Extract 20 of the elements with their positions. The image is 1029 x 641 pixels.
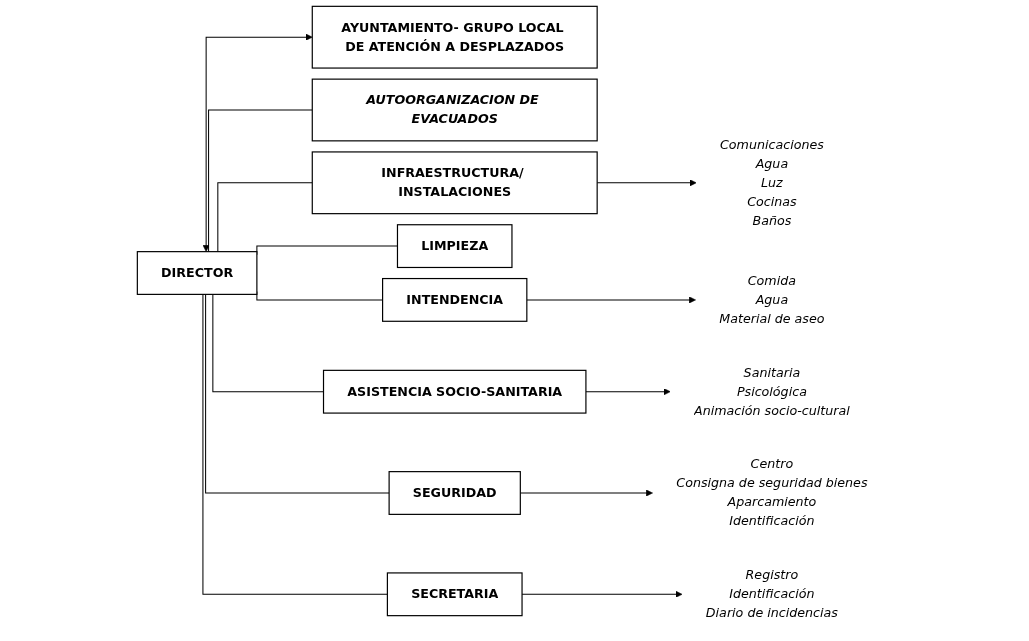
node-box: AUTOORGANIZACION DE EVACUADOS (311, 78, 598, 142)
node-text: Sanitaria Psicológica Animación socio-cultural (694, 364, 850, 418)
node-text: Comida Agua Material de aseo (719, 273, 825, 327)
connector (202, 293, 389, 595)
connector (205, 293, 390, 494)
node-box: SECRETARIA (387, 572, 523, 617)
arrow (520, 489, 654, 497)
node-text: Centro Consigna de seguridad bienes Aparcamiento Identificación (676, 456, 868, 529)
node-box: INTENDENCIA (382, 277, 528, 322)
arrow (202, 33, 313, 252)
node-box: DIRECTOR (136, 251, 258, 295)
node-box: INFRAESTRUCTURA/ INSTALACIONES (311, 151, 598, 215)
node-text: Comunicaciones Agua Luz Cocinas Baños (720, 136, 825, 228)
node-box: LIMPIEZA (397, 224, 513, 269)
connector (217, 182, 313, 253)
node-box: SEGURIDAD (388, 471, 522, 515)
node-box: ASISTENCIA SOCIO-SANITARIA (323, 369, 587, 414)
connector (208, 109, 313, 253)
node-box: AYUNTAMIENTO- GRUPO LOCAL DE ATENCIÓN A DESPLAZADOS (311, 5, 598, 69)
node-text: Registro Identificación Diario de incidencias (706, 567, 839, 621)
